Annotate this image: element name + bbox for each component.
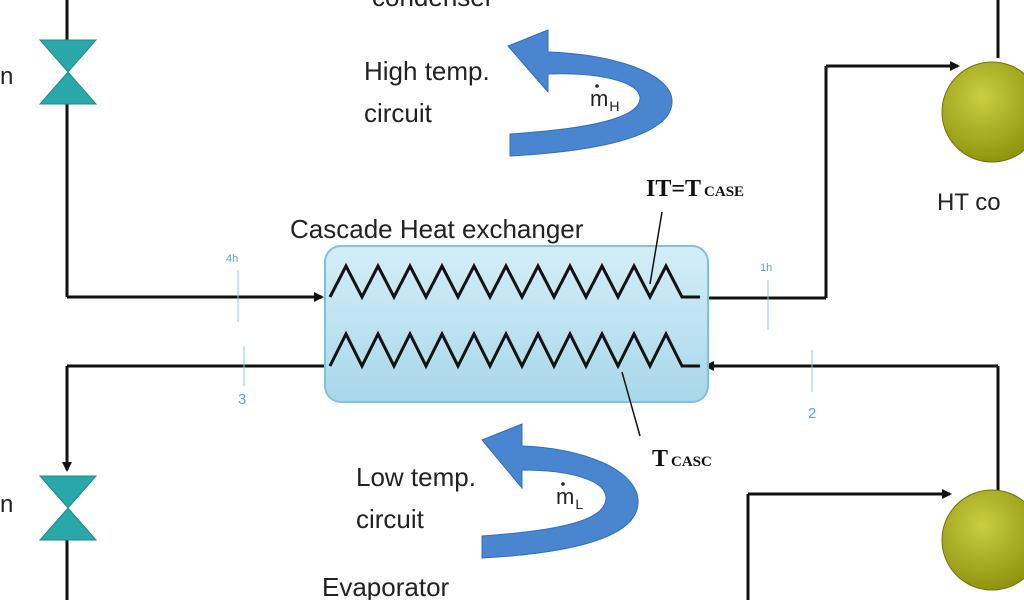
mass-flow-high-label: mH xyxy=(590,86,619,114)
lt-compressor-icon xyxy=(941,489,1024,591)
mass-flow-high-dot-icon xyxy=(595,84,599,88)
condenser-label-cutoff: condenser xyxy=(372,0,494,12)
high-temp-flow-arrow-icon xyxy=(507,29,673,157)
point-2-label: 2 xyxy=(808,405,816,422)
ht-compressor-label: HT co xyxy=(937,189,1001,216)
high-temp-circuit-label-line1: High temp. xyxy=(364,56,490,86)
mass-flow-low-label: mL xyxy=(556,484,583,512)
expansion-valve-low-icon xyxy=(38,475,98,541)
low-temp-flow-arrow-icon xyxy=(481,423,639,559)
low-temp-circuit-label-line2: circuit xyxy=(356,504,425,534)
expansion-valve-high-icon xyxy=(38,39,98,105)
point-4h-label: 4h xyxy=(226,253,238,265)
evaporator-label: Evaporator xyxy=(322,572,450,600)
point-1h-label: 1h xyxy=(760,262,772,274)
cascade-heat-exchanger xyxy=(324,245,709,403)
point-3-label: 3 xyxy=(238,391,246,408)
ht-compressor-icon xyxy=(941,61,1024,163)
tcasc-leader-line xyxy=(621,371,641,437)
mass-flow-low-dot-icon xyxy=(561,482,565,486)
hx-coil-high xyxy=(328,262,700,301)
it-leader-line xyxy=(649,211,663,285)
low-temp-circuit-label-line1: Low temp. xyxy=(356,462,476,492)
left-top-cutoff-label: n xyxy=(0,63,13,90)
high-temp-circuit-label-line2: circuit xyxy=(364,98,433,128)
left-bottom-cutoff-label: n xyxy=(0,491,13,518)
cascade-hx-label: Cascade Heat exchanger xyxy=(290,214,584,244)
hx-coil-low xyxy=(328,330,700,370)
